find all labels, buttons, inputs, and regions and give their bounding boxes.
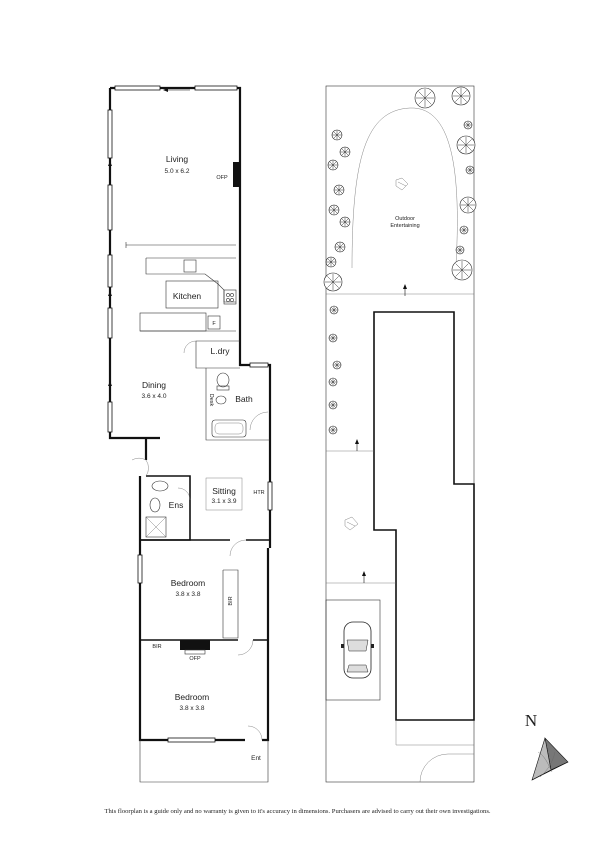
north-label: N (525, 711, 537, 730)
property-boundary (325, 85, 475, 783)
ensuite-fixtures (145, 480, 169, 538)
dining-label: Dining (142, 380, 166, 390)
bedroom2-label: Bedroom (175, 692, 210, 702)
living-divider (125, 242, 236, 248)
carport (325, 599, 381, 701)
tree-icon (339, 216, 351, 228)
north-arrow-icon (531, 737, 569, 781)
living-label: Living (166, 154, 188, 164)
tree-icon (328, 425, 338, 435)
house-footprint (373, 311, 475, 721)
tree-icon (339, 146, 351, 158)
dining-dims: 3.6 x 4.0 (142, 393, 167, 400)
tree-icon (414, 87, 436, 109)
paving (344, 177, 409, 531)
site-plan (323, 85, 477, 783)
outdoor-label: Outdoor (395, 216, 415, 222)
kitchen-label: Kitchen (173, 291, 202, 301)
robe2-label: BIR (152, 644, 161, 650)
sitting-dims: 3.1 x 3.9 (212, 498, 237, 505)
bedroom1-label: Bedroom (171, 578, 206, 588)
bedroom1-dims: 3.8 x 3.8 (176, 591, 201, 598)
tree-icon (456, 135, 476, 155)
disclaimer-text: This floorplan is a guide only and no wa… (104, 808, 491, 815)
living-ofp-label: OFP (216, 175, 228, 181)
bedroom-fireplace (180, 640, 210, 650)
tree-icon (465, 165, 475, 175)
entry-label: Ent (251, 755, 261, 762)
tree-icon (459, 225, 469, 235)
tree-icon (325, 256, 337, 268)
side-path-lines (326, 450, 396, 584)
tree-icon (329, 305, 339, 315)
access-arrows (355, 284, 407, 583)
kitchen-benches (139, 257, 237, 332)
entertaining-area (351, 107, 458, 281)
bath-label: Bath (235, 394, 253, 404)
sliding-arrows (108, 88, 190, 395)
tree-icon (327, 159, 339, 171)
laundry-door-swing (183, 340, 197, 354)
outdoor-sub-label: Entertaining (390, 223, 419, 229)
bedroom-ofp-label: OFP (189, 656, 201, 662)
tree-icon (455, 245, 465, 255)
tree-icon (463, 120, 473, 130)
tree-icon (323, 272, 343, 292)
tree-icon (333, 184, 345, 196)
living-dims: 5.0 x 6.2 (165, 168, 190, 175)
sitting-label: Sitting (212, 486, 236, 496)
bedroom2-dims: 3.8 x 3.8 (180, 705, 205, 712)
house-plan (107, 85, 273, 783)
tree-icon (334, 241, 346, 253)
robe1-label: BIR (228, 596, 234, 605)
tree-icon (328, 204, 340, 216)
tree-icon (451, 259, 473, 281)
room-labels: Living 5.0 x 6.2 OFP Kitchen F L.dry Din… (142, 154, 265, 762)
garden-trees (323, 86, 477, 435)
sitting-rug (205, 477, 243, 511)
windows (107, 85, 273, 743)
tree-icon (331, 129, 343, 141)
front-garden (395, 720, 474, 783)
heater-label: HTR (253, 490, 264, 496)
front-porch (139, 740, 269, 783)
tree-icon (332, 360, 342, 370)
car-icon (341, 621, 374, 679)
laundry-walls (195, 340, 240, 369)
tree-icon (328, 377, 338, 387)
tree-icon (328, 400, 338, 410)
desk-label: Desk (208, 394, 214, 407)
ensuite-label: Ens (169, 500, 184, 510)
fridge-label: F (212, 321, 216, 327)
laundry-label: L.dry (211, 346, 231, 356)
tree-icon (459, 196, 477, 214)
living-fireplace (233, 162, 239, 187)
tree-icon (451, 86, 471, 106)
tree-icon (328, 333, 338, 343)
bathroom-fixtures (205, 368, 270, 441)
